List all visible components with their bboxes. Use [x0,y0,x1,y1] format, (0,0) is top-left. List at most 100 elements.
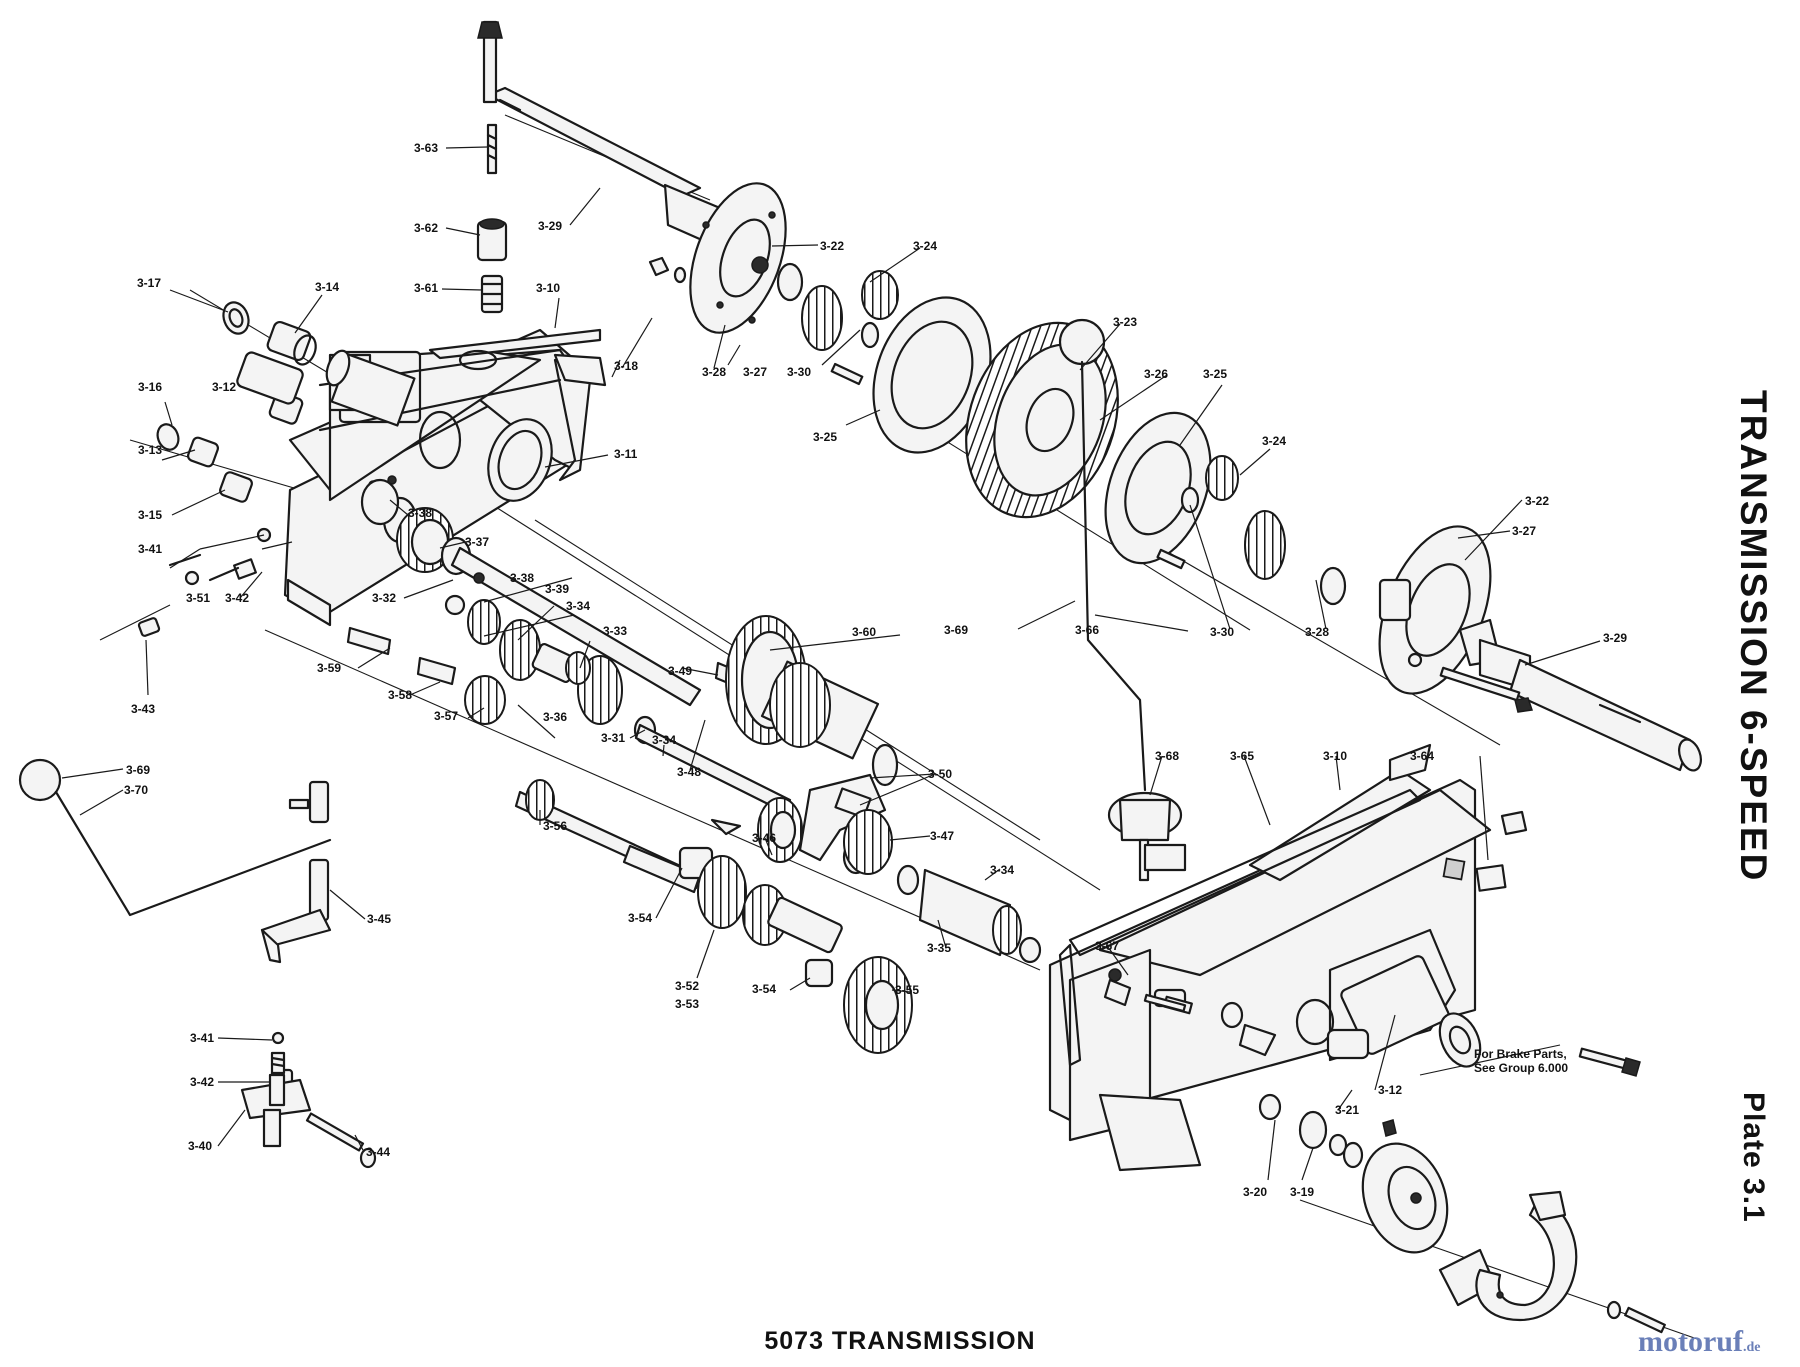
callout-3-46: 3-46 [752,831,776,845]
callout-3-38-lower: 3-38 [510,571,534,585]
callout-3-25-lower: 3-25 [813,430,837,444]
callout-3-65: 3-65 [1230,749,1254,763]
lower-shift-linkage [18,758,377,1169]
callout-3-52: 3-52 [675,979,699,993]
callout-3-20: 3-20 [1243,1185,1267,1199]
callout-3-34-lower: 3-34 [990,863,1014,877]
callout-3-32: 3-32 [372,591,396,605]
callout-3-37: 3-37 [465,535,489,549]
callout-3-55: 3-55 [895,983,919,997]
callout-3-64: 3-64 [1410,749,1434,763]
note-line-1: For Brake Parts, [1474,1047,1567,1061]
callout-3-29: 3-29 [538,219,562,233]
callout-labels: 3-63 3-29 3-62 3-22 3-24 3-17 3-14 3-61 … [124,141,1627,1199]
callout-3-18: 3-18 [614,359,638,373]
callout-3-67: 3-67 [1095,939,1119,953]
callout-3-43: 3-43 [131,702,155,716]
axle-lower-right [1378,525,1702,772]
callout-3-24: 3-24 [913,239,937,253]
callout-3-12-right: 3-12 [1378,1083,1402,1097]
callout-3-57: 3-57 [434,709,458,723]
callout-3-22: 3-22 [820,239,844,253]
callout-3-35: 3-35 [927,941,951,955]
watermark-suffix: .de [1742,1340,1761,1355]
callout-3-70: 3-70 [124,783,148,797]
callout-3-30-lower: 3-30 [1210,625,1234,639]
callout-3-61: 3-61 [414,281,438,295]
callout-3-54-left: 3-54 [628,911,652,925]
input-gear-cluster [360,478,702,707]
callout-3-41-lower: 3-41 [190,1031,214,1045]
callout-3-69-upper: 3-69 [944,623,968,637]
callout-3-30-upper: 3-30 [787,365,811,379]
callout-3-12-left: 3-12 [212,380,236,394]
callout-3-62: 3-62 [414,221,438,235]
callout-3-39: 3-39 [545,582,569,596]
housing-bolts [1103,978,1641,1077]
callout-3-10-left: 3-10 [536,281,560,295]
callout-3-42-lower: 3-42 [190,1075,214,1089]
axle-upper-left [477,20,787,334]
callout-3-22-lower: 3-22 [1525,494,1549,508]
callout-3-27-lower: 3-27 [1512,524,1536,538]
callout-3-27-upper: 3-27 [743,365,767,379]
callout-3-28-upper: 3-28 [702,365,726,379]
shift-lever-main [1058,318,1183,882]
callout-3-36: 3-36 [543,710,567,724]
callout-3-13: 3-13 [138,443,162,457]
callout-3-38-upper: 3-38 [408,506,432,520]
callout-3-53: 3-53 [675,997,699,1011]
callout-3-66: 3-66 [1075,623,1099,637]
figure-caption: 5073 TRANSMISSION [764,1327,1036,1355]
callout-3-45: 3-45 [367,912,391,926]
callout-3-63: 3-63 [414,141,438,155]
callout-3-14: 3-14 [315,280,339,294]
callout-3-42-upper: 3-42 [225,591,249,605]
callout-3-50: 3-50 [928,767,952,781]
callout-3-24-lower: 3-24 [1262,434,1286,448]
gear-3-60 [725,615,899,787]
differential-assembly [648,256,1347,606]
callout-3-34-upper: 3-34 [566,599,590,613]
note-line-2: See Group 6.000 [1474,1061,1569,1075]
callout-3-33: 3-33 [603,624,627,638]
callout-3-29-lower: 3-29 [1603,631,1627,645]
callout-3-60: 3-60 [852,625,876,639]
callout-3-69-lower: 3-69 [126,763,150,777]
watermark-logo: motoruf.de [1638,1325,1760,1359]
callout-3-17: 3-17 [137,276,161,290]
callout-3-21: 3-21 [1335,1103,1359,1117]
callout-3-19: 3-19 [1290,1185,1314,1199]
vent-plug [1475,810,1528,892]
callout-3-16: 3-16 [138,380,162,394]
shaft-3-56 [514,779,742,894]
callout-leaders [61,146,1601,1181]
brake-assembly [1258,1093,1666,1334]
callout-3-41-upper: 3-41 [138,542,162,556]
callout-3-23: 3-23 [1113,315,1137,329]
callout-3-10-right: 3-10 [1323,749,1347,763]
plate-number-text: Plate 3.1 [1737,1092,1770,1223]
countershaft-gears [346,599,792,814]
callout-3-51: 3-51 [186,591,210,605]
callout-3-28-lower: 3-28 [1305,625,1329,639]
side-title-text: TRANSMISSION 6-SPEED [1733,390,1774,883]
callout-3-40: 3-40 [188,1139,212,1153]
callout-3-44: 3-44 [366,1145,390,1159]
callout-3-15: 3-15 [138,508,162,522]
callout-3-56: 3-56 [543,819,567,833]
callout-3-31: 3-31 [601,731,625,745]
callout-3-54-right: 3-54 [752,982,776,996]
housing-right [1048,743,1492,1172]
assembly-axes [99,114,1701,1341]
callout-3-25-upper: 3-25 [1203,367,1227,381]
callout-3-26: 3-26 [1144,367,1168,381]
callout-3-59: 3-59 [317,661,341,675]
callout-3-48: 3-48 [677,765,701,779]
watermark-main: motoruf [1638,1325,1743,1358]
callout-3-47: 3-47 [930,829,954,843]
shift-rod-upper [476,123,508,314]
output-splined-shaft [843,809,1042,964]
